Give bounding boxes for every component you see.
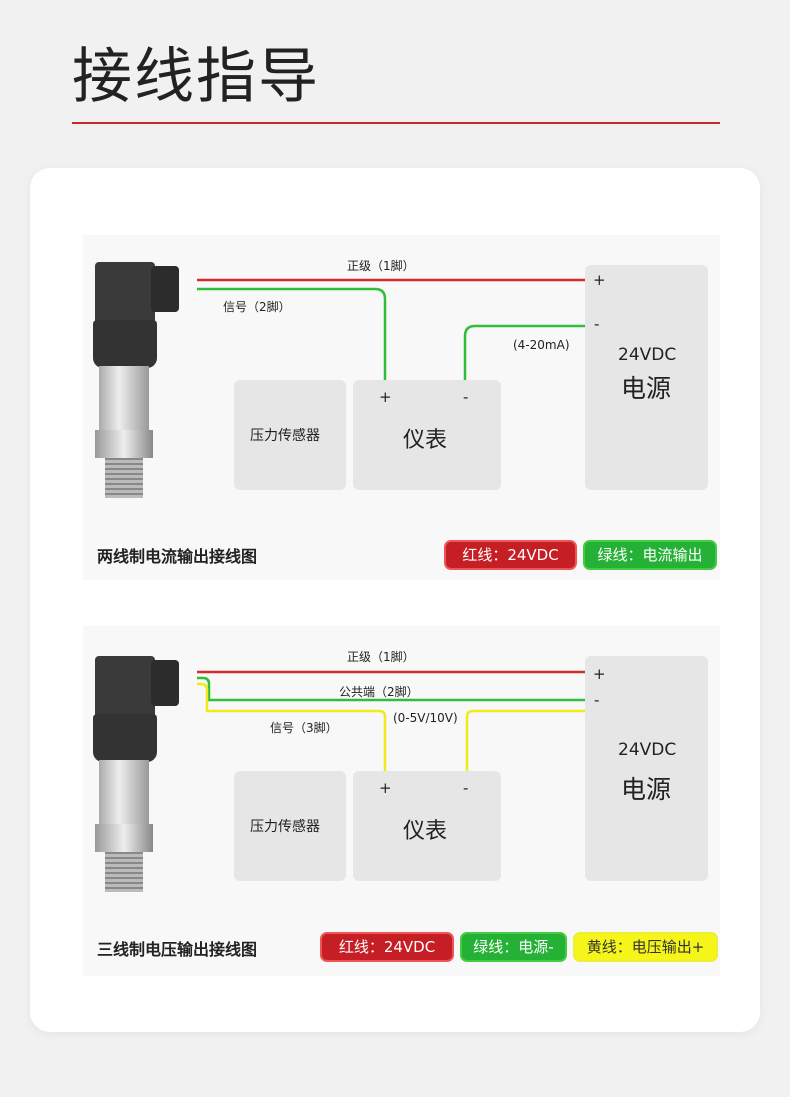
green-return-wire — [463, 324, 585, 380]
power-minus: - — [594, 691, 600, 709]
meter-box: + - 仪表 — [353, 771, 501, 881]
green-common-wire — [197, 676, 585, 702]
diagram-caption: 三线制电压输出接线图 — [97, 940, 258, 959]
page-title: 接线指导 — [72, 42, 320, 112]
legend-red: 红线：24VDC — [320, 932, 454, 962]
pressure-transmitter-image — [93, 262, 179, 502]
three-wire-diagram: 正级（1脚） 公共端（2脚） 信号（3脚） (0-5V/10V) 压力传感器 +… — [83, 626, 720, 976]
meter-minus: - — [463, 779, 469, 797]
power-voltage: 24VDC — [618, 740, 677, 760]
meter-minus: - — [463, 388, 469, 406]
sensor-box-label: 压力传感器 — [250, 428, 320, 444]
wire-yellow-label: 信号（3脚） — [270, 721, 338, 735]
wires — [197, 278, 585, 380]
power-plus: + — [593, 665, 606, 683]
wires — [197, 670, 585, 771]
wire-red-label: 正级（1脚） — [347, 650, 415, 664]
power-plus: + — [593, 271, 606, 289]
power-label: 电源 — [621, 775, 672, 804]
legend-red: 红线：24VDC — [444, 540, 577, 570]
two-wire-diagram: 正级（1脚） 信号（2脚） (4-20mA) 压力传感器 + - 仪表 + - … — [83, 235, 720, 580]
title-divider — [72, 122, 720, 124]
power-label: 电源 — [621, 374, 672, 403]
sensor-box-label: 压力传感器 — [250, 819, 320, 835]
legend-yellow: 黄线：电压输出+ — [573, 932, 718, 962]
voltage-label: (0-5V/10V) — [393, 711, 458, 725]
power-supply-box: + - 24VDC 电源 — [585, 656, 708, 881]
diagram-caption: 两线制电流输出接线图 — [97, 547, 258, 566]
meter-box-label: 仪表 — [403, 428, 448, 453]
yellow-signal-wire — [197, 682, 387, 771]
sensor-box: 压力传感器 — [234, 380, 346, 490]
wire-red-label: 正级（1脚） — [347, 259, 415, 273]
meter-plus: + — [379, 388, 392, 406]
meter-box: + - 仪表 — [353, 380, 501, 490]
power-minus: - — [594, 315, 600, 333]
legend-green: 绿线：电流输出 — [583, 540, 717, 570]
power-supply-box: + - 24VDC 电源 — [585, 265, 708, 490]
pressure-transmitter-image — [93, 656, 179, 896]
power-voltage: 24VDC — [618, 345, 677, 365]
meter-box-label: 仪表 — [403, 819, 448, 844]
green-signal-wire — [197, 287, 387, 380]
sensor-box: 压力传感器 — [234, 771, 346, 881]
current-label: (4-20mA) — [513, 338, 570, 352]
wire-green-label: 公共端（2脚） — [339, 685, 419, 699]
wire-green-label: 信号（2脚） — [223, 300, 291, 314]
yellow-return-wire — [465, 709, 585, 771]
meter-plus: + — [379, 779, 392, 797]
legend-green: 绿线：电源- — [460, 932, 567, 962]
